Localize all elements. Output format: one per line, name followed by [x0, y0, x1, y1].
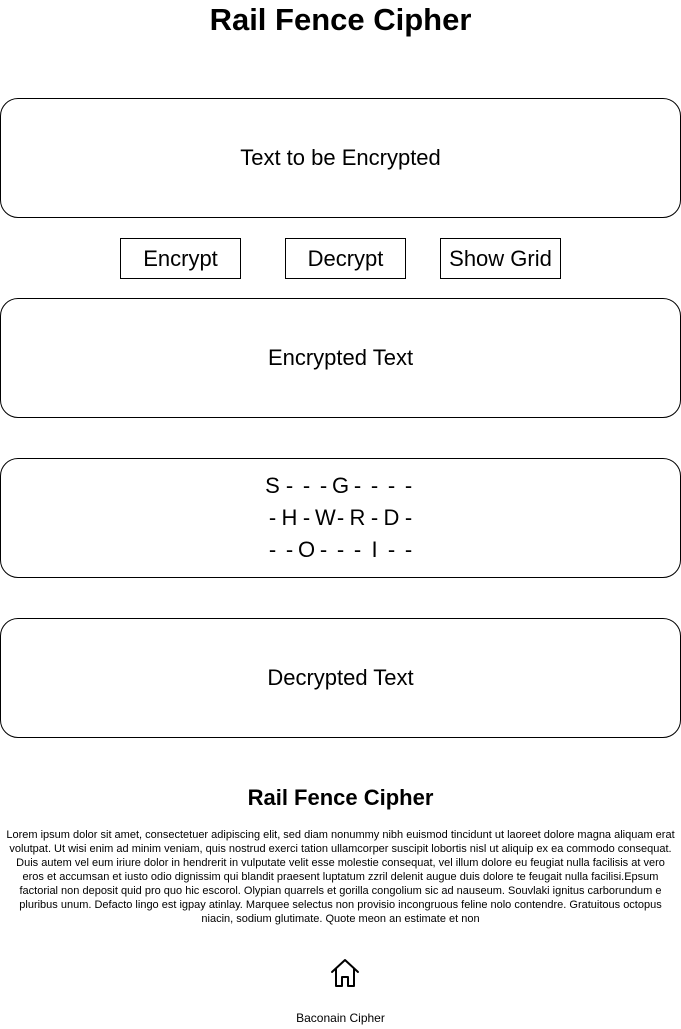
rail-grid-cell: W — [315, 505, 336, 530]
about-description: Lorem ipsum dolor sit amet, consectetuer… — [6, 829, 675, 925]
rail-grid-cell: - — [319, 537, 328, 562]
plaintext-input-placeholder: Text to be Encrypted — [240, 145, 441, 170]
rail-grid: S - - - G - - - - - H - W - R - D - - - … — [264, 470, 417, 566]
rail-grid-cell: H — [281, 505, 298, 530]
about-title: Rail Fence Cipher — [247, 785, 434, 810]
encrypted-text-box[interactable]: Encrypted Text — [0, 298, 681, 418]
rail-grid-cell: - — [387, 537, 396, 562]
rail-grid-cell: - — [302, 473, 311, 498]
baconian-cipher-link[interactable]: Baconain Cipher — [296, 1011, 385, 1025]
home-button[interactable] — [327, 955, 363, 991]
rail-grid-cell: O — [298, 537, 316, 562]
rail-grid-row: S - - - G - - - - — [264, 470, 417, 502]
rail-grid-cell: G — [332, 473, 350, 498]
rail-grid-cell: - — [353, 473, 362, 498]
rail-grid-cell: - — [336, 505, 345, 530]
rail-grid-cell: - — [268, 537, 277, 562]
decrypt-button[interactable]: Decrypt — [285, 238, 406, 279]
rail-grid-cell: - — [336, 537, 345, 562]
rail-grid-box: S - - - G - - - - - H - W - R - D - - - … — [0, 458, 681, 578]
rail-grid-cell: - — [285, 537, 294, 562]
rail-grid-cell: - — [353, 537, 362, 562]
rail-grid-cell: R — [349, 505, 366, 530]
encrypt-button[interactable]: Encrypt — [120, 238, 241, 279]
rail-grid-cell: - — [319, 473, 328, 498]
rail-grid-cell: - — [404, 537, 413, 562]
rail-grid-cell: I — [371, 537, 378, 562]
encrypted-text-placeholder: Encrypted Text — [267, 345, 414, 370]
rail-grid-cell: S — [265, 473, 280, 498]
rail-grid-cell: - — [302, 505, 311, 530]
rail-grid-cell: - — [404, 473, 413, 498]
rail-grid-cell: - — [285, 473, 294, 498]
home-icon — [331, 959, 359, 987]
rail-grid-row: - - O - - - I - - — [264, 534, 417, 566]
decrypted-text-placeholder: Decrypted Text — [267, 665, 414, 690]
rail-grid-cell: - — [370, 505, 379, 530]
decrypted-text-box[interactable]: Decrypted Text — [0, 618, 681, 738]
rail-grid-cell: - — [268, 505, 277, 530]
rail-grid-cell: - — [404, 505, 413, 530]
rail-grid-cell: - — [387, 473, 396, 498]
plaintext-input-box[interactable]: Text to be Encrypted — [0, 98, 681, 218]
page-title: Rail Fence Cipher — [209, 2, 472, 37]
rail-grid-row: - H - W - R - D - — [264, 502, 417, 534]
rail-grid-cell: - — [370, 473, 379, 498]
rail-grid-cell: D — [383, 505, 400, 530]
show-grid-button[interactable]: Show Grid — [440, 238, 561, 279]
